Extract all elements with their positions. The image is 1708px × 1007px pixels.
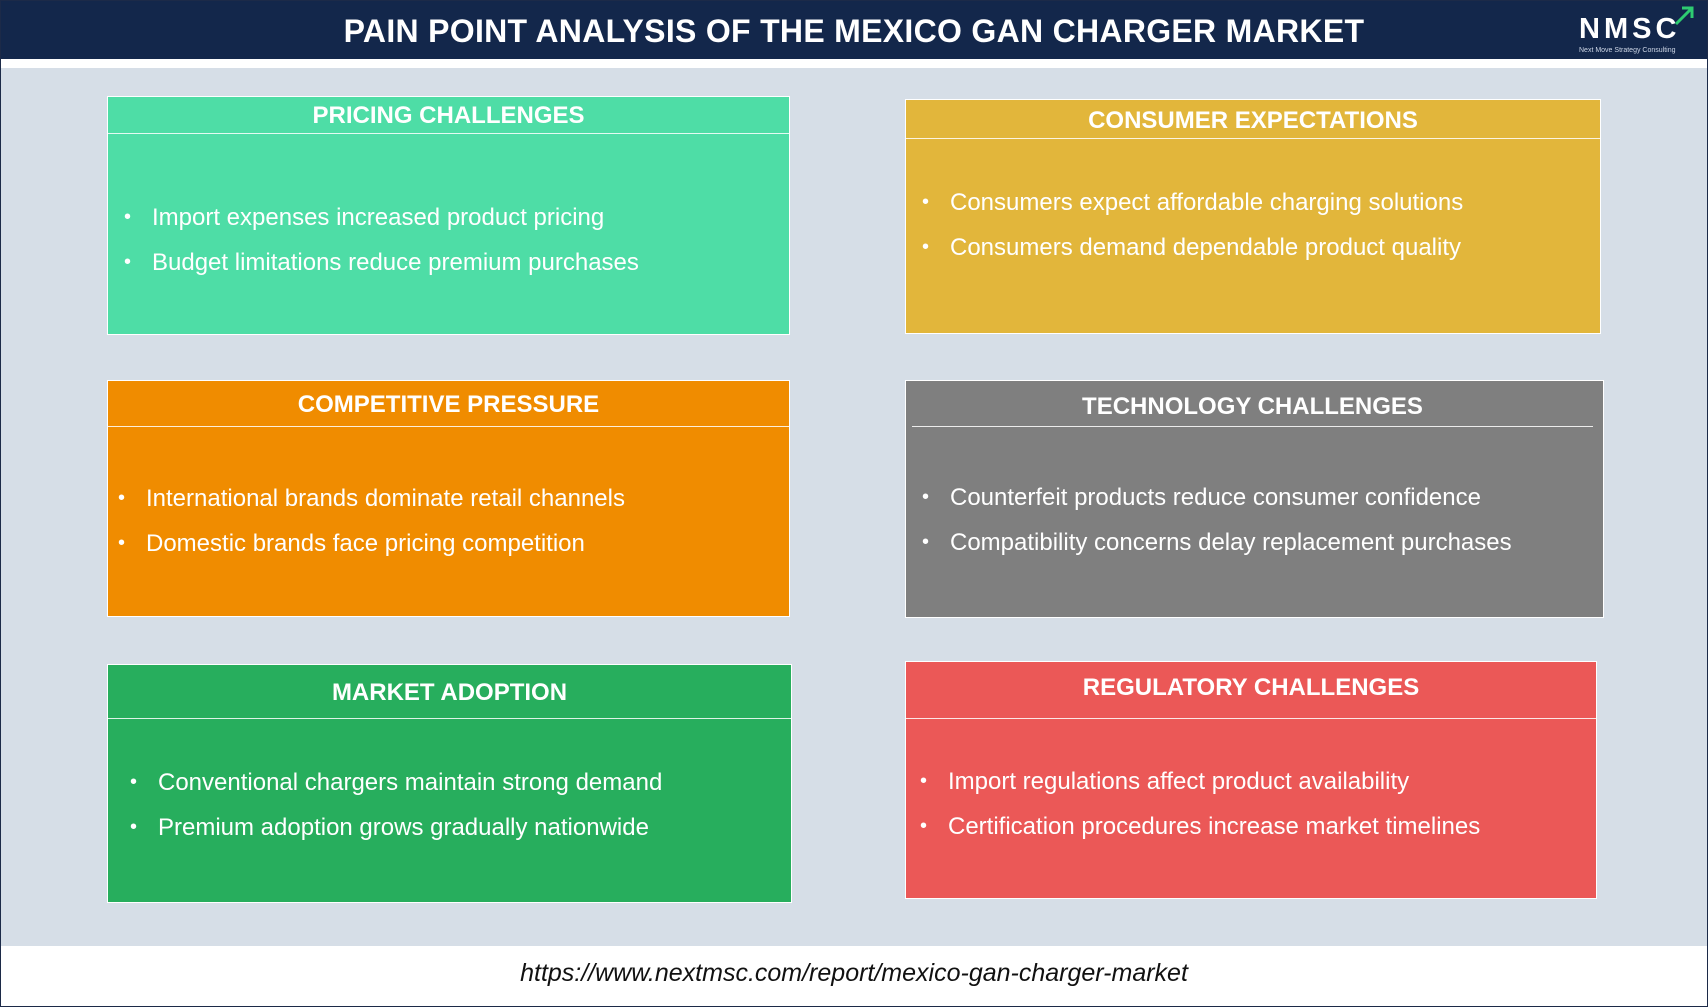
bullet-icon: • <box>118 532 126 554</box>
list-item: •Budget limitations reduce premium purch… <box>108 240 789 285</box>
card-regulatory-challenges: REGULATORY CHALLENGES •Import regulation… <box>905 661 1597 899</box>
card-list: •Consumers expect affordable charging so… <box>906 180 1600 270</box>
bullet-icon: • <box>124 251 132 273</box>
footer-url: https://www.nextmsc.com/report/mexico-ga… <box>520 959 1188 987</box>
card-list: •Counterfeit products reduce consumer co… <box>906 475 1603 565</box>
bullet-icon: • <box>922 191 930 213</box>
card-competitive-pressure: COMPETITIVE PRESSURE •International bran… <box>107 380 790 617</box>
bullet-icon: • <box>130 771 138 793</box>
list-item: •Conventional chargers maintain strong d… <box>108 760 791 805</box>
list-item: •Consumers demand dependable product qua… <box>906 225 1600 270</box>
page-title: PAIN POINT ANALYSIS OF THE MEXICO GAN CH… <box>343 13 1365 49</box>
content-area: PRICING CHALLENGES •Import expenses incr… <box>1 68 1707 946</box>
bullet-icon: • <box>118 487 126 509</box>
list-item: •Compatibility concerns delay replacemen… <box>906 520 1603 565</box>
bullet-icon: • <box>922 531 930 553</box>
list-item: •Import regulations affect product avail… <box>906 759 1596 804</box>
card-title: COMPETITIVE PRESSURE <box>108 381 789 427</box>
card-market-adoption: MARKET ADOPTION •Conventional chargers m… <box>107 664 792 903</box>
logo-text: NMSC <box>1579 13 1681 45</box>
card-list: •Conventional chargers maintain strong d… <box>108 760 791 850</box>
bullet-icon: • <box>124 206 132 228</box>
list-item: •Counterfeit products reduce consumer co… <box>906 475 1603 520</box>
card-list: •International brands dominate retail ch… <box>108 476 789 566</box>
nmsc-logo: NMSC Next Move Strategy Consulting <box>1579 6 1694 55</box>
list-item: •Premium adoption grows gradually nation… <box>108 805 791 850</box>
card-consumer-expectations: CONSUMER EXPECTATIONS •Consumers expect … <box>905 99 1601 334</box>
list-item: •Consumers expect affordable charging so… <box>906 180 1600 225</box>
bullet-icon: • <box>920 815 928 837</box>
bullet-icon: • <box>922 236 930 258</box>
list-item: •Import expenses increased product prici… <box>108 195 789 240</box>
card-list: •Import expenses increased product prici… <box>108 195 789 285</box>
header-bar: PAIN POINT ANALYSIS OF THE MEXICO GAN CH… <box>1 1 1707 59</box>
bullet-icon: • <box>920 770 928 792</box>
card-title: CONSUMER EXPECTATIONS <box>906 100 1600 139</box>
logo-arrow-icon <box>1674 6 1694 26</box>
bullet-icon: • <box>922 486 930 508</box>
card-technology-challenges: TECHNOLOGY CHALLENGES •Counterfeit produ… <box>905 380 1604 618</box>
card-title: MARKET ADOPTION <box>108 665 791 719</box>
bullet-icon: • <box>130 816 138 838</box>
card-pricing-challenges: PRICING CHALLENGES •Import expenses incr… <box>107 96 790 335</box>
logo-subtext: Next Move Strategy Consulting <box>1579 47 1676 54</box>
list-item: •International brands dominate retail ch… <box>108 476 789 521</box>
card-title: PRICING CHALLENGES <box>108 97 789 134</box>
list-item: •Certification procedures increase marke… <box>906 804 1596 849</box>
card-title: REGULATORY CHALLENGES <box>906 662 1596 719</box>
card-title: TECHNOLOGY CHALLENGES <box>912 381 1593 427</box>
card-list: •Import regulations affect product avail… <box>906 759 1596 849</box>
list-item: •Domestic brands face pricing competitio… <box>108 521 789 566</box>
